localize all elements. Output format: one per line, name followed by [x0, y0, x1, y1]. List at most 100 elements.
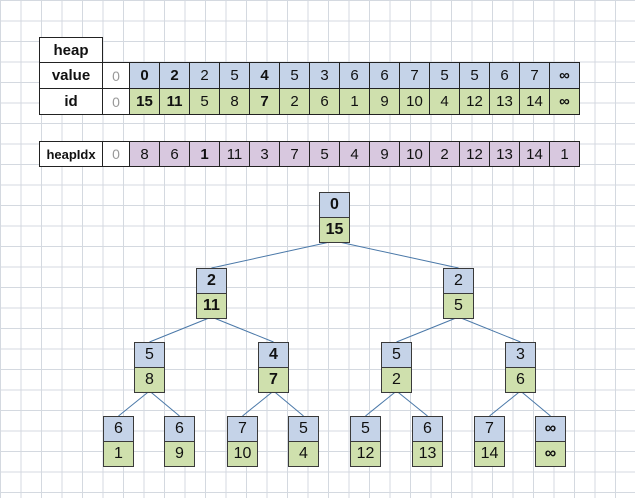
tree-node-value: 7	[228, 417, 257, 442]
tree-node-id: 14	[475, 442, 504, 466]
tree-node-value: 5	[289, 417, 318, 442]
heapidx-cell-9: 9	[369, 141, 400, 167]
tree-node-value: 4	[259, 343, 288, 368]
tree-node-value: 5	[382, 343, 411, 368]
heapidx-cell-3: 1	[189, 141, 220, 167]
tree-node-id: 9	[165, 442, 194, 466]
heap-label: heap	[39, 37, 103, 63]
value-cell-11: 5	[429, 62, 460, 89]
id-cell-2: 11	[159, 88, 190, 115]
tree-edge-6-12	[365, 390, 397, 417]
tree-node-id: 15	[320, 218, 349, 242]
tree-node-id: 7	[259, 368, 288, 392]
tree-node-value: 7	[475, 417, 504, 442]
heapidx-cell-5: 3	[249, 141, 280, 167]
tree-node-id: 8	[135, 368, 164, 392]
value-cell-15: ∞	[549, 62, 580, 89]
id-cell-5: 7	[249, 88, 280, 115]
id-cell-11: 4	[429, 88, 460, 115]
heapidx-cell-8: 4	[339, 141, 370, 167]
heapidx-cell-2: 6	[159, 141, 190, 167]
tree-node-id: 6	[506, 368, 535, 392]
tree-edge-2-5	[211, 316, 274, 343]
heap-header-row: heap	[39, 37, 580, 63]
value-cell-6: 5	[279, 62, 310, 89]
value-cell-2: 2	[159, 62, 190, 89]
id-cell-12: 12	[459, 88, 490, 115]
heapidx-cell-1: 8	[129, 141, 160, 167]
tree-node-15: ∞∞	[535, 416, 566, 467]
heapidx-cell-4: 11	[219, 141, 250, 167]
tree-edge-1-3	[334, 240, 459, 269]
value-cell-13: 6	[489, 62, 520, 89]
value-cell-4: 5	[219, 62, 250, 89]
tree-node-value: 2	[197, 269, 226, 294]
id-cell-1: 15	[129, 88, 160, 115]
heapidx-cell-14: 14	[519, 141, 550, 167]
tree-edge-7-14	[489, 390, 521, 417]
tree-node-value: 5	[351, 417, 380, 442]
tree-node-value: 3	[506, 343, 535, 368]
value-cell-7: 3	[309, 62, 340, 89]
tree-node-value: ∞	[536, 417, 565, 442]
tree-node-id: 10	[228, 442, 257, 466]
heapidx-cell-11: 2	[429, 141, 460, 167]
id-label: id	[39, 88, 103, 115]
value-cell-12: 5	[459, 62, 490, 89]
tree-node-value: 0	[320, 193, 349, 218]
id-cell-15: ∞	[549, 88, 580, 115]
tree-node-value: 6	[104, 417, 133, 442]
tree-node-id: 2	[382, 368, 411, 392]
tree-node-id: 11	[197, 294, 226, 318]
tree-node-value: 2	[444, 269, 473, 294]
value-cell-10: 7	[399, 62, 430, 89]
id-cell-13: 13	[489, 88, 520, 115]
tree-edge-7-15	[520, 390, 551, 417]
tree-edge-5-11	[273, 390, 304, 417]
heapidx-cell-10: 10	[399, 141, 430, 167]
id-cell-3: 5	[189, 88, 220, 115]
tree-node-id: 4	[289, 442, 318, 466]
id-cell-7: 6	[309, 88, 340, 115]
tree-node-value: 6	[165, 417, 194, 442]
tree-edge-5-10	[242, 390, 274, 417]
tree-node-value: 5	[135, 343, 164, 368]
id-cell-6: 2	[279, 88, 310, 115]
tree-edge-4-8	[118, 390, 150, 417]
tree-edge-3-7	[458, 316, 521, 343]
tree-edge-1-2	[211, 240, 335, 269]
tree-edge-3-6	[396, 316, 459, 343]
heapidx-cell-15: 1	[549, 141, 580, 167]
value-cell-9: 6	[369, 62, 400, 89]
heapidx-label: heapIdx	[39, 141, 103, 167]
tree-node-id: 5	[444, 294, 473, 318]
heapidx-zero-index-cell: 0	[102, 141, 130, 167]
tree-edge-2-4	[149, 316, 212, 343]
id-cell-8: 1	[339, 88, 370, 115]
value-cell-1: 0	[129, 62, 160, 89]
id-cell-9: 9	[369, 88, 400, 115]
tree-node-id: 1	[104, 442, 133, 466]
heapidx-cell-12: 12	[459, 141, 490, 167]
tree-edge-6-13	[396, 390, 428, 417]
tree-edge-4-9	[149, 390, 180, 417]
tree-node-id: 13	[413, 442, 442, 466]
